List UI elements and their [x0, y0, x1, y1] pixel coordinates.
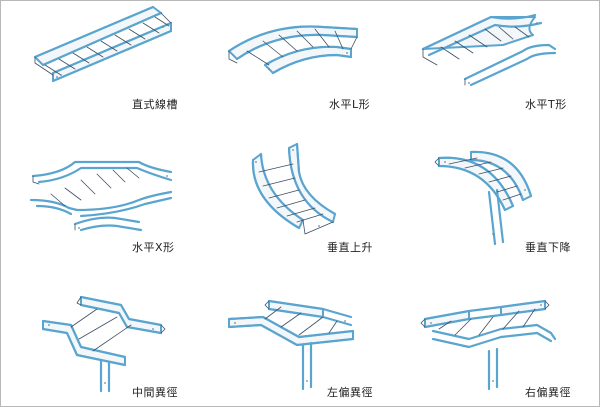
item-right-reducer: 右偏異徑	[405, 267, 600, 400]
right-reducer-drawing	[420, 299, 557, 391]
horizontal-t-drawing	[421, 13, 557, 87]
item-vertical-down: 垂直下降	[405, 134, 600, 267]
caption-horizontal-l: 水平L形	[329, 98, 371, 111]
caption-center-reducer: 中間異徑	[132, 386, 178, 399]
item-horizontal-l: 水平L形	[211, 1, 407, 134]
caption-vertical-up: 垂直上升	[327, 241, 373, 254]
caption-horizontal-t: 水平T形	[525, 98, 567, 111]
caption-straight-tray: 直式線槽	[132, 98, 178, 111]
caption-right-reducer: 右偏異徑	[525, 386, 571, 399]
caption-left-reducer: 左偏異徑	[327, 386, 373, 399]
vertical-up-drawing	[251, 142, 337, 235]
item-left-reducer: 左偏異徑	[211, 267, 407, 400]
horizontal-x-drawing	[29, 160, 173, 232]
item-vertical-up: 垂直上升	[211, 134, 407, 267]
item-straight-tray: 直式線槽	[21, 1, 217, 134]
left-reducer-drawing	[227, 299, 355, 391]
item-horizontal-t: 水平T形	[405, 1, 600, 134]
vertical-down-drawing	[434, 150, 533, 246]
caption-vertical-down: 垂直下降	[525, 241, 571, 254]
item-horizontal-x: 水平X形	[21, 134, 217, 267]
item-center-reducer: 中間異徑	[21, 267, 217, 400]
straight-tray-drawing	[33, 5, 173, 83]
horizontal-l-drawing	[227, 25, 359, 75]
caption-horizontal-x: 水平X形	[132, 241, 175, 254]
center-reducer-drawing	[41, 295, 166, 393]
